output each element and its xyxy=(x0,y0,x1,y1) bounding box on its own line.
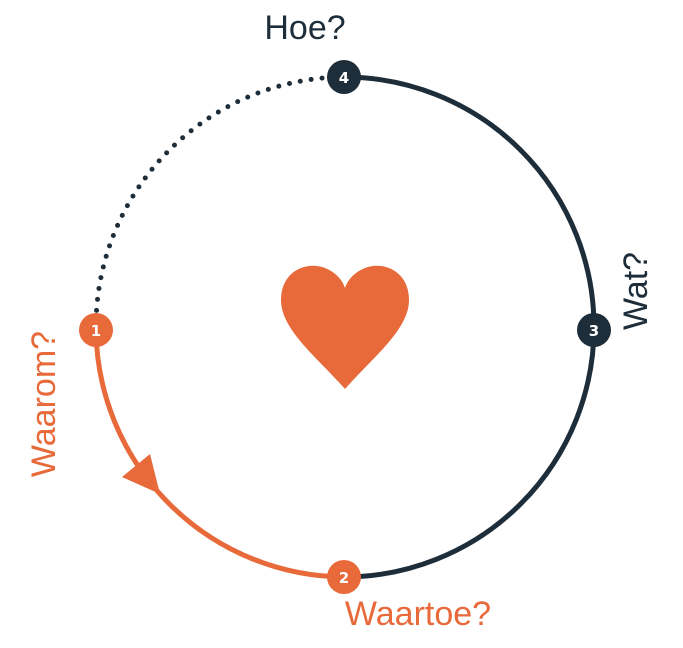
step-number-2: 2 xyxy=(339,569,349,587)
step-node-4: 4 xyxy=(327,60,361,94)
step-number-4: 4 xyxy=(339,69,349,87)
step-number-3: 3 xyxy=(589,322,599,340)
step-node-1: 1 xyxy=(79,313,113,347)
arc-1-to-2 xyxy=(93,329,345,580)
step-label-wat: Wat? xyxy=(617,252,655,330)
heart-icon xyxy=(281,265,409,389)
step-number-1: 1 xyxy=(91,322,101,340)
step-node-3: 3 xyxy=(577,313,611,347)
arc-4-to-1-dotted xyxy=(93,74,347,333)
direction-arrow-icon xyxy=(122,454,160,494)
step-label-hoe: Hoe? xyxy=(264,9,345,47)
step-label-waarom: Waarom? xyxy=(25,331,63,477)
step-label-waartoe: Waartoe? xyxy=(345,595,491,633)
step-node-2: 2 xyxy=(327,560,361,594)
